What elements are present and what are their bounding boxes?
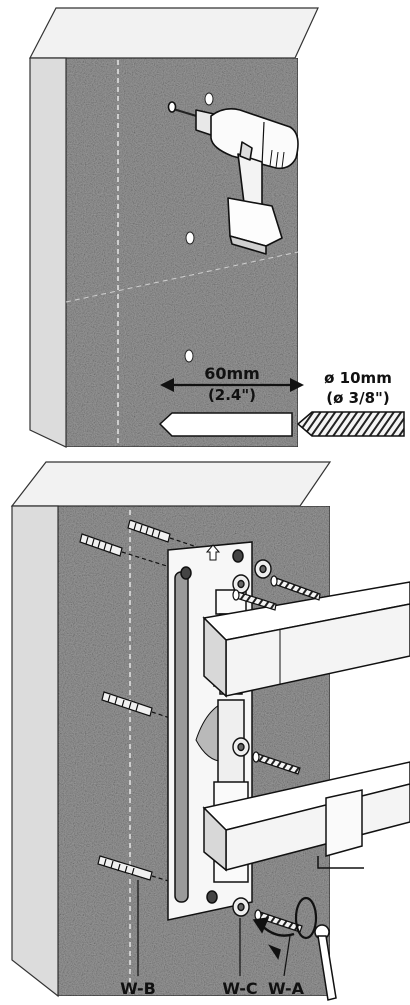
socket-wrench-icon (252, 896, 337, 1001)
lag-screw-icon (232, 589, 277, 611)
part-label-wa: W-A (268, 979, 305, 998)
wall-side-face (29, 57, 67, 448)
drill-bit-diagram: ø 10mm (ø 3/8") (158, 369, 405, 437)
pilot-hole (184, 349, 194, 363)
wall-anchor-icon (101, 691, 153, 717)
power-drill-icon (167, 101, 299, 255)
lower-swing-arm (202, 761, 410, 872)
depth-label: 60mm (204, 364, 260, 383)
bit-diameter-label-inches: (ø 3/8") (326, 389, 389, 407)
washer-icon (232, 737, 250, 757)
upper-swing-arm (202, 581, 410, 698)
lag-screw-icon (252, 751, 301, 775)
wall-top-face (10, 461, 332, 507)
washer-icon (254, 559, 272, 579)
bit-diameter-label: ø 10mm (324, 369, 392, 387)
washer-icon (232, 897, 250, 917)
depth-label-inches: (2.4") (208, 386, 256, 404)
lag-screw-icon (270, 575, 321, 601)
wall-top-face (29, 7, 319, 59)
washer-icon (232, 574, 250, 594)
part-label-wc: W-C (222, 979, 257, 998)
depth-dimension: 60mm (2.4") (160, 364, 304, 404)
pilot-hole (185, 231, 195, 245)
wall-side-face (11, 505, 59, 998)
level-guide-line (65, 251, 299, 303)
wall-anchor-icon (127, 519, 171, 543)
part-label-leaders (137, 880, 291, 977)
drilled-hole-outline (158, 412, 293, 437)
drill-bit-icon (296, 411, 405, 437)
part-label-wb: W-B (120, 979, 156, 998)
wall-anchor-icon (97, 855, 153, 881)
pilot-hole (204, 92, 214, 106)
wall-anchor-icon (79, 533, 123, 557)
